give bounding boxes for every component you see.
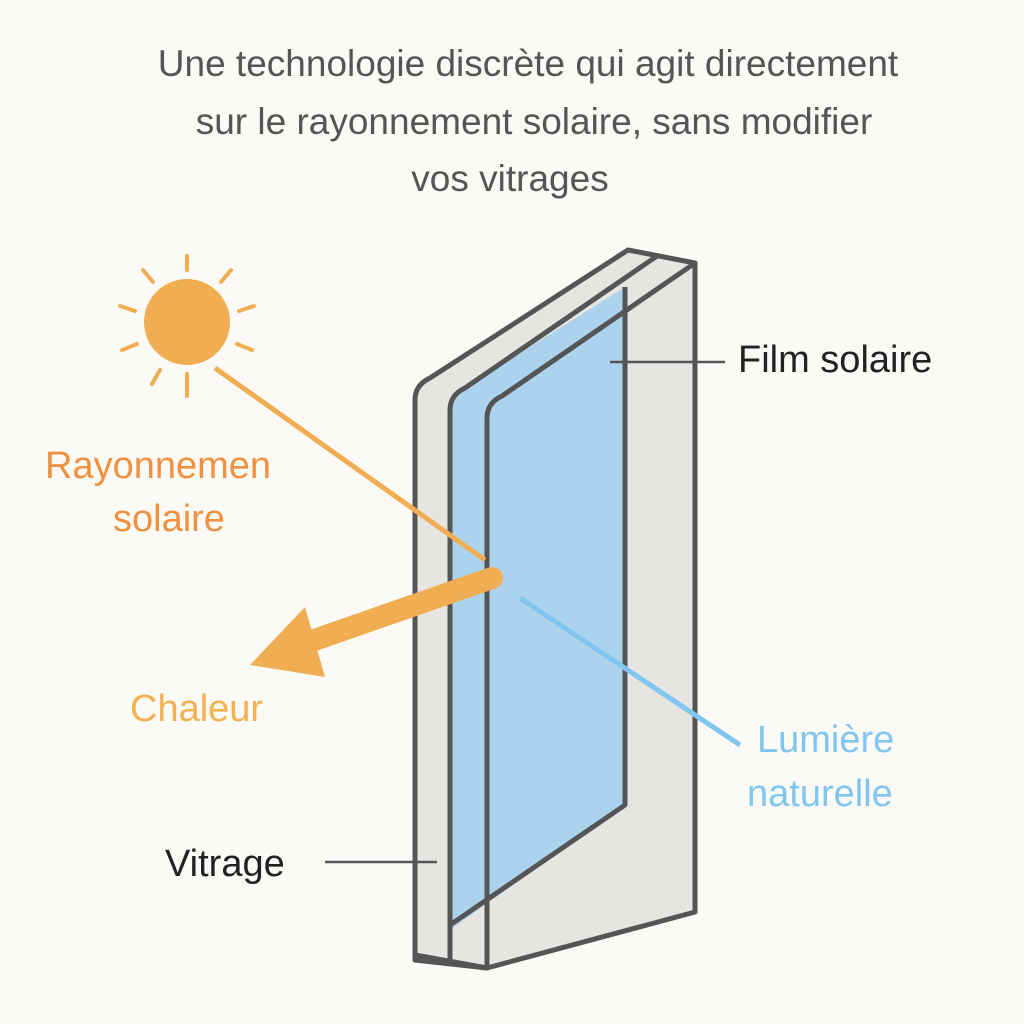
- title-line-2: sur le rayonnement solaire, sans modifie…: [196, 101, 873, 142]
- label-vitrage: Vitrage: [165, 843, 285, 885]
- label-rayonnement-2: solaire: [113, 498, 225, 540]
- title-line-3: vos vitrages: [411, 158, 608, 199]
- label-lumiere-1: Lumière: [757, 719, 894, 761]
- title-line-1: Une technologie discrète qui agit direct…: [158, 43, 899, 84]
- sun-icon: [118, 254, 256, 398]
- label-lumiere-2: naturelle: [747, 773, 893, 815]
- label-film-solaire: Film solaire: [738, 339, 932, 381]
- heat-arrow-icon: [250, 567, 503, 677]
- light-ray-line: [518, 595, 742, 748]
- label-rayonnement-1: Rayonnemen: [45, 445, 271, 487]
- solar-ray-line: [213, 365, 487, 563]
- glazing: [412, 247, 698, 971]
- label-chaleur: Chaleur: [130, 688, 263, 730]
